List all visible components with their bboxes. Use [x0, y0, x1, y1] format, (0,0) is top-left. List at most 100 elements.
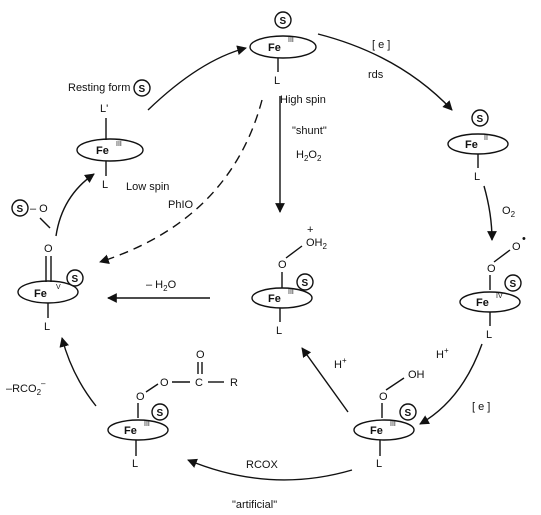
fe-oxidation-state: III: [288, 37, 294, 44]
heme-plane: [447, 133, 509, 155]
heme-plane: [251, 287, 313, 309]
species-protonated-hydroperoxo: + OH2 O S Fe III L: [251, 224, 328, 337]
ligand-bottom: L: [376, 458, 382, 470]
s-circle: [11, 199, 29, 217]
s-letter: S: [302, 278, 309, 289]
o-o-bond: [385, 377, 405, 391]
fe-oxidation-state: III: [288, 289, 294, 296]
heme-plane: [76, 138, 144, 162]
oxo-atom: O: [44, 243, 53, 255]
heme-plane: [459, 291, 521, 313]
rds-label: rds: [368, 69, 384, 81]
species-hydroperoxo: OH O S Fe III L: [353, 369, 425, 470]
oxygen-atom-proximal: O: [487, 263, 496, 275]
plus-charge: +: [307, 224, 313, 236]
species-superoxo: O • O S Fe IV L: [459, 233, 526, 341]
fe-oxidation-state: V: [56, 284, 61, 291]
water-group: OH2: [306, 237, 328, 251]
o-o-bond: [493, 249, 511, 263]
hydroxyl-group: OH: [408, 369, 425, 381]
s-circle: [399, 403, 417, 421]
electron-label: [ e ]: [372, 39, 390, 51]
low-spin-label: Low spin: [126, 181, 169, 193]
species-resting-form: Resting form S L' Fe III L Low spin: [68, 79, 169, 193]
rco2-label: –RCO2–: [6, 379, 46, 397]
s-letter: S: [17, 204, 24, 215]
heme-plane: [107, 419, 169, 441]
s-letter: S: [405, 408, 412, 419]
arrow-superoxo-to-hydroperoxo: [419, 343, 483, 425]
species-ferrous: S Fe II L: [447, 109, 509, 183]
electron-bracket-top: [ e ]: [372, 39, 390, 51]
fe-atom: Fe: [476, 297, 489, 309]
h2o2-label: H2O2: [296, 149, 322, 163]
s-circle: [151, 403, 169, 421]
phio-label: PhIO: [168, 199, 194, 211]
heme-plane: [17, 280, 79, 304]
arrow-rcox: [187, 458, 353, 481]
carbon-atom: C: [195, 377, 203, 389]
s-letter: S: [477, 114, 484, 125]
ligand-top: L': [100, 103, 108, 115]
shunt-label: "shunt": [292, 125, 327, 137]
arrow-phio-dashed: [99, 99, 263, 264]
ligand-bottom: L: [474, 171, 480, 183]
s-circle: [471, 109, 489, 127]
arrow-hydroperoxo-to-protonated: [301, 347, 349, 413]
s-circle: [66, 269, 84, 287]
fe-atom: Fe: [465, 139, 478, 151]
ligand-bottom: L: [486, 329, 492, 341]
s-letter: S: [280, 16, 287, 27]
minus-h2o-label: – H2O: [146, 279, 177, 293]
high-spin-label: High spin: [280, 94, 326, 106]
arrow-oxo-to-resting: [55, 173, 95, 237]
fe-oxidation-state: III: [116, 141, 122, 148]
fe-oxidation-state: IV: [496, 293, 503, 300]
heme-plane: [249, 35, 317, 59]
heme-plane: [353, 419, 415, 441]
artificial-label: "artificial": [232, 499, 277, 511]
fe-atom: Fe: [370, 425, 383, 437]
h-plus-right-label: H+: [436, 346, 449, 361]
o-o-bond: [285, 245, 303, 259]
fe-atom: Fe: [124, 425, 137, 437]
species-high-spin: S Fe III L High spin: [249, 11, 326, 106]
oxygen-atom: O: [379, 391, 388, 403]
fe-atom: Fe: [268, 42, 281, 54]
fe-atom: Fe: [268, 293, 281, 305]
fe-oxidation-state: II: [484, 135, 488, 142]
product-release-line: [39, 217, 51, 229]
ligand-bottom: L: [102, 179, 108, 191]
s-circle: [133, 79, 151, 97]
ligand-bottom: L: [276, 325, 282, 337]
arrow-peracyl-to-oxo: [59, 337, 97, 407]
fe-oxidation-state: III: [390, 421, 396, 428]
o-o-bond: [145, 383, 159, 393]
fe-oxidation-state: III: [144, 421, 150, 428]
s-circle: [296, 273, 314, 291]
s-circle: [274, 11, 292, 29]
rcox-label: RCOX: [246, 459, 278, 471]
oxygen-atom-distal: O: [160, 377, 169, 389]
h-plus-mid-label: H+: [334, 356, 347, 371]
resting-form-label: Resting form: [68, 82, 130, 94]
fe-atom: Fe: [34, 288, 47, 300]
arrow-high-spin-to-ferrous: [317, 33, 453, 111]
fe-atom: Fe: [96, 145, 109, 157]
arrow-ferrous-to-superoxo: [483, 185, 497, 241]
species-peracyl: O O O C R S Fe III L: [107, 349, 238, 470]
ligand-bottom: L: [44, 321, 50, 333]
s-letter: S: [72, 274, 79, 285]
radical-dot: •: [522, 233, 526, 245]
product-s-o: S – O: [11, 199, 48, 217]
s-circle: [504, 274, 522, 292]
oxygen-atom: O: [278, 259, 287, 271]
electron-bracket-right: [ e ]: [472, 401, 490, 413]
species-oxo: O S Fe V L: [17, 243, 84, 333]
ligand-bottom: L: [132, 458, 138, 470]
ligand-bottom: L: [274, 75, 280, 87]
arrow-resting-to-high-spin: [147, 45, 247, 111]
carbonyl-oxygen: O: [196, 349, 205, 361]
oxygen-atom-proximal: O: [136, 391, 145, 403]
